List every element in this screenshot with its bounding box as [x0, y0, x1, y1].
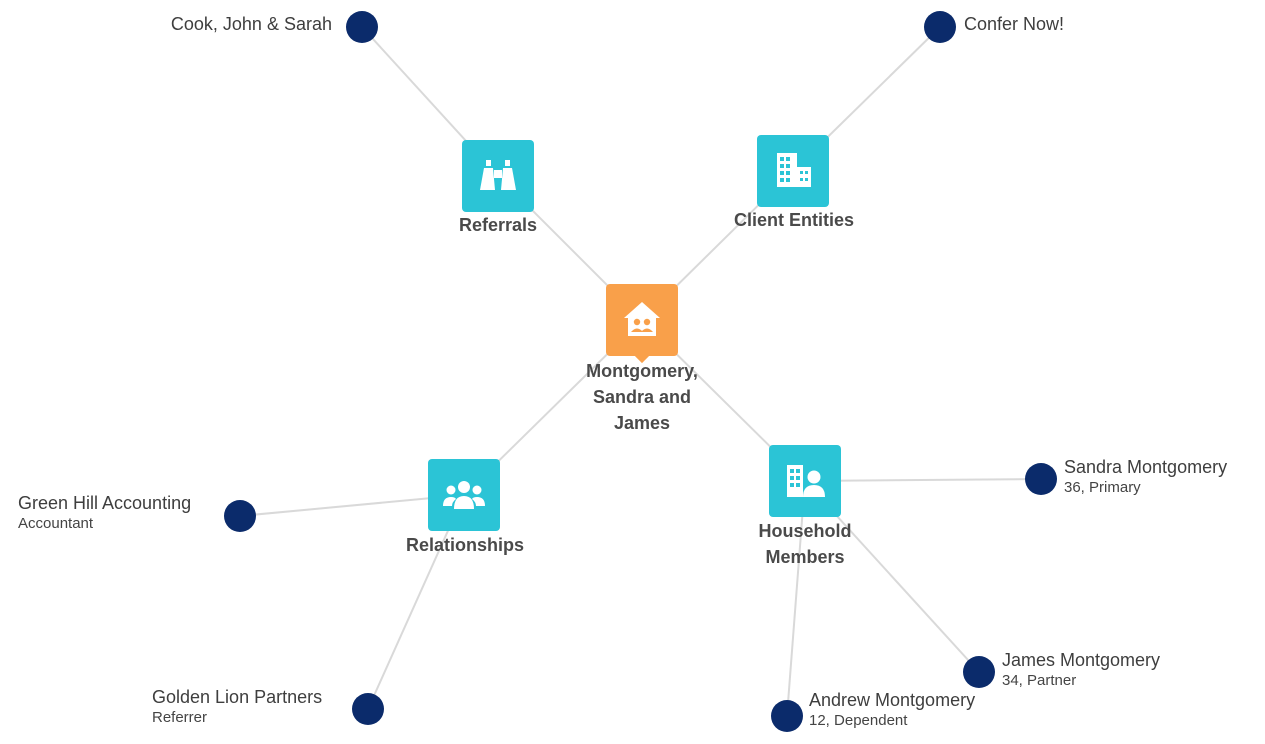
- leaf-dot-confer[interactable]: [924, 11, 956, 43]
- leaf-name: Cook, John & Sarah: [170, 14, 332, 34]
- people-icon: [443, 481, 485, 509]
- leaf-name: Confer Now!: [964, 14, 1065, 34]
- leaf-name: Andrew Montgomery: [809, 690, 976, 710]
- leaf-confer-now[interactable]: Confer Now!: [964, 13, 1064, 35]
- client-entities-label: Client Entities: [733, 210, 854, 230]
- leaf-name: Golden Lion Partners: [152, 687, 323, 707]
- household-members-label: Household Members: [758, 521, 852, 567]
- relationships-label: Relationships: [405, 535, 525, 555]
- person-building-icon: [787, 465, 825, 497]
- leaf-name: Green Hill Accounting: [18, 493, 192, 513]
- leaf-detail: 36, Primary: [1064, 479, 1141, 496]
- leaf-green-hill-accounting[interactable]: Green Hill Accounting Accountant: [18, 492, 191, 533]
- household-members-node[interactable]: [769, 445, 841, 517]
- leaf-andrew-montgomery[interactable]: Andrew Montgomery 12, Dependent: [809, 689, 975, 730]
- center-household-node[interactable]: [606, 284, 678, 356]
- leaf-dot-james[interactable]: [963, 656, 995, 688]
- leaf-name: James Montgomery: [1002, 650, 1161, 670]
- center-household-label[interactable]: Montgomery, Sandra and James: [586, 361, 698, 433]
- leaf-detail: 12, Dependent: [809, 712, 908, 729]
- link-household-sandra: [804, 478, 1042, 482]
- leaf-detail: 34, Partner: [1002, 672, 1077, 689]
- leaf-golden-lion-partners[interactable]: Golden Lion Partners Referrer: [152, 686, 322, 727]
- binoculars-icon: [480, 160, 516, 190]
- leaf-dot-golden-lion[interactable]: [352, 693, 384, 725]
- household-icon: [624, 302, 660, 336]
- building-icon: [777, 153, 811, 187]
- leaf-cook-john-sarah[interactable]: Cook, John & Sarah: [171, 13, 332, 35]
- leaf-dot-green-hill[interactable]: [224, 500, 256, 532]
- link-household-andrew: [786, 480, 806, 717]
- client-entities-node[interactable]: [757, 135, 829, 207]
- leaf-detail: Accountant: [18, 515, 94, 532]
- leaf-dot-sandra[interactable]: [1025, 463, 1057, 495]
- link-relationships-greenhill: [239, 494, 465, 517]
- referrals-label: Referrals: [458, 215, 538, 235]
- leaf-name: Sandra Montgomery: [1064, 457, 1228, 477]
- leaf-detail: Referrer: [152, 709, 208, 726]
- leaf-sandra-montgomery[interactable]: Sandra Montgomery 36, Primary: [1064, 456, 1227, 497]
- relationships-node[interactable]: [428, 459, 500, 531]
- leaf-james-montgomery[interactable]: James Montgomery 34, Partner: [1002, 649, 1160, 690]
- leaf-dot-cook[interactable]: [346, 11, 378, 43]
- referrals-node[interactable]: [462, 140, 534, 212]
- leaf-dot-andrew[interactable]: [771, 700, 803, 732]
